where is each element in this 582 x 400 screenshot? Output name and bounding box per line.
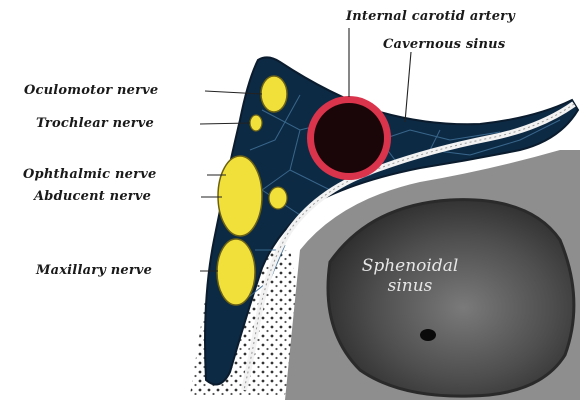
ophthalmic-nerve-shape: [218, 156, 262, 236]
label-cavernous-sinus: Cavernous sinus: [383, 37, 505, 52]
oculomotor-nerve-shape: [261, 76, 287, 112]
maxillary-nerve-shape: [217, 239, 255, 305]
label-sphenoidal-sinus-line1: Sphenoidal: [335, 256, 485, 276]
label-maxillary-nerve: Maxillary nerve: [36, 263, 152, 278]
sphenoidal-sinus-cavity: [328, 200, 574, 396]
label-ophthalmic-nerve: Ophthalmic nerve: [23, 167, 156, 182]
abducent-nerve-shape: [269, 187, 287, 209]
label-sphenoidal-sinus: Sphenoidal sinus: [335, 256, 485, 296]
label-oculomotor-nerve: Oculomotor nerve: [24, 83, 158, 98]
label-abducent-nerve: Abducent nerve: [34, 189, 151, 204]
label-sphenoidal-sinus-line2: sinus: [335, 276, 485, 296]
trochlear-nerve-shape: [250, 115, 262, 131]
label-trochlear-nerve: Trochlear nerve: [36, 116, 154, 131]
label-internal-carotid-artery: Internal carotid artery: [346, 9, 515, 24]
